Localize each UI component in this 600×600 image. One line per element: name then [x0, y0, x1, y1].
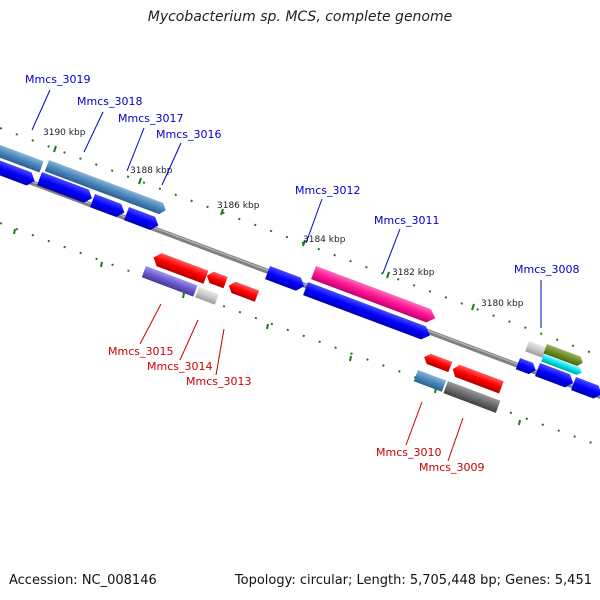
inner-tick-ring	[0, 222, 600, 447]
major-tick	[100, 261, 103, 268]
leader-line	[382, 228, 401, 274]
leader-line	[126, 127, 145, 172]
gene-arrow[interactable]	[90, 194, 127, 219]
gene-arrow[interactable]	[541, 354, 583, 376]
tick-label-3186: 3186 kbp	[217, 201, 260, 211]
gene-label-mmcs-3014[interactable]: Mmcs_3014	[147, 360, 212, 373]
leader-line	[215, 328, 225, 376]
gene-arrow[interactable]	[124, 207, 161, 232]
gene-arrow[interactable]	[543, 344, 584, 367]
gene-arrow[interactable]	[571, 377, 600, 401]
leader-line	[31, 89, 51, 131]
major-tick	[182, 292, 185, 299]
gene-arrow[interactable]	[227, 280, 260, 302]
gene-arrow[interactable]	[443, 381, 501, 413]
gene-arrow[interactable]	[44, 160, 168, 216]
gene-arrow[interactable]	[151, 251, 209, 284]
gene-label-mmcs-3008[interactable]: Mmcs_3008	[514, 263, 579, 276]
gene-arrow[interactable]	[205, 270, 228, 289]
tick-label-3190: 3190 kbp	[43, 128, 86, 138]
gene-label-mmcs-3015[interactable]: Mmcs_3015	[108, 345, 173, 358]
major-tick	[518, 419, 521, 426]
tick-label-3184: 3184 kbp	[303, 235, 346, 245]
gene-label-mmcs-3016[interactable]: Mmcs_3016	[156, 128, 221, 141]
gene-arrow[interactable]	[525, 341, 548, 359]
gene-arrow[interactable]	[311, 266, 438, 325]
major-tick	[138, 177, 142, 185]
major-tick	[220, 208, 224, 216]
gene-arrow[interactable]	[422, 352, 453, 373]
gene-label-mmcs-3017[interactable]: Mmcs_3017	[118, 112, 183, 125]
major-tick	[471, 303, 475, 311]
gene-label-mmcs-3012[interactable]: Mmcs_3012	[295, 184, 360, 197]
gene-label-mmcs-3013[interactable]: Mmcs_3013	[186, 375, 251, 388]
map-title: Mycobacterium sp. MCS, complete genome	[147, 9, 453, 25]
gene-arrow[interactable]	[515, 358, 538, 376]
gene-label-mmcs-3011[interactable]: Mmcs_3011	[374, 214, 439, 227]
gene-label-mmcs-3010[interactable]: Mmcs_3010	[376, 446, 441, 459]
gene-arrow[interactable]	[37, 172, 94, 205]
leader-line	[179, 319, 199, 361]
gene-label-mmcs-3009[interactable]: Mmcs_3009	[419, 461, 484, 474]
major-tick	[13, 228, 16, 235]
gene-arrow[interactable]	[0, 159, 37, 188]
gene-arrow[interactable]	[141, 266, 198, 297]
genome-summary-text: Topology: circular; Length: 5,705,448 bp…	[234, 573, 592, 588]
major-ticks	[13, 145, 521, 426]
gene-arrow[interactable]	[195, 287, 219, 305]
accession-text: Accession: NC_008146	[9, 573, 157, 588]
leader-line	[161, 142, 182, 186]
gene-arrow[interactable]	[303, 282, 432, 342]
tick-label-3188: 3188 kbp	[130, 166, 173, 176]
leader-line	[447, 417, 464, 462]
forward-leader-lines	[31, 89, 542, 328]
gene-arrow[interactable]	[0, 143, 44, 173]
gene-arrow[interactable]	[413, 370, 447, 392]
tick-label-3180: 3180 kbp	[481, 299, 524, 309]
leader-line	[139, 303, 162, 345]
gene-label-mmcs-3018[interactable]: Mmcs_3018	[77, 95, 142, 108]
leader-line	[305, 198, 323, 244]
major-tick	[302, 239, 306, 247]
major-tick	[53, 145, 57, 153]
gene-label-mmcs-3019[interactable]: Mmcs_3019	[25, 73, 90, 86]
major-tick	[386, 271, 390, 279]
gene-arrow[interactable]	[535, 363, 575, 389]
major-tick	[349, 355, 352, 362]
leader-line	[83, 111, 104, 153]
outer-tick-ring	[0, 127, 600, 357]
reverse-leader-lines	[139, 303, 464, 462]
gene-arrow[interactable]	[450, 363, 504, 394]
tick-label-3182: 3182 kbp	[392, 268, 435, 278]
gene-arrow[interactable]	[265, 266, 306, 293]
leader-line	[405, 401, 423, 446]
major-tick	[266, 323, 269, 330]
